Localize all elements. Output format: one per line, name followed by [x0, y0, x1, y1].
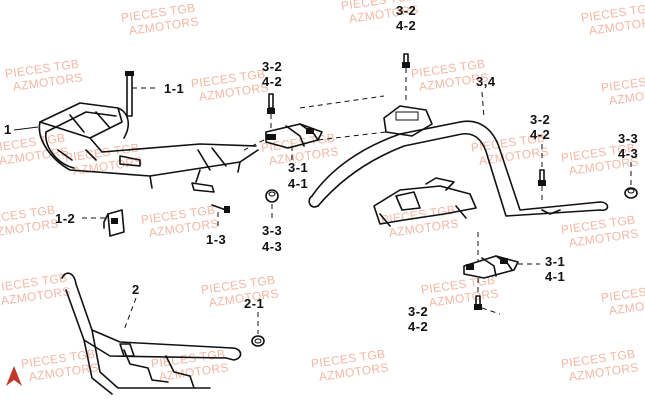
cap-right-part [624, 187, 638, 199]
label-bolt-low-4-2: 4-2 [408, 319, 428, 334]
label-bolt-low-3-2: 3-2 [408, 304, 428, 319]
label-bolt-1-1: 1-1 [164, 81, 184, 96]
bolt-1-1-part [125, 71, 134, 117]
label-cap-mid-4-3: 4-3 [262, 239, 282, 254]
label-cap-right-4-3: 4-3 [618, 146, 638, 161]
bolt-1-3-part [211, 204, 230, 213]
rear-rack-part [308, 105, 609, 227]
label-bolt-far-4-2: 4-2 [396, 18, 416, 33]
front-rack-part [38, 102, 259, 193]
azmotors-logo [6, 366, 22, 386]
cap-2-1-part [251, 335, 265, 347]
label-bolt-right-4-2: 4-2 [530, 127, 550, 142]
bolt-far-part [402, 53, 410, 68]
bracket-1-2-part [103, 209, 125, 237]
label-bolt-far-3-2: 3-2 [396, 3, 416, 18]
label-bolt-right-3-2: 3-2 [530, 112, 550, 127]
cap-mid-part [265, 189, 279, 203]
bolt-right-part [538, 169, 546, 186]
label-rack-rear: 3,4 [476, 74, 496, 89]
bracket-low-part [463, 255, 519, 279]
label-bracket-1-2: 1-2 [55, 211, 75, 226]
label-cap-2-1: 2-1 [244, 296, 264, 311]
callout-labels: 1 1-1 1-2 1-3 2 2-1 3-2 4-2 3-1 4-1 3-3 … [4, 3, 638, 334]
label-bracket-top-4-1: 4-1 [288, 176, 308, 191]
label-bracket-low-4-1: 4-1 [545, 269, 565, 284]
label-bumper: 2 [132, 282, 140, 297]
bolt-low-part [474, 295, 482, 310]
label-bolt-1-3: 1-3 [206, 232, 226, 247]
label-cap-right-3-3: 3-3 [618, 131, 638, 146]
label-bracket-top-3-1: 3-1 [288, 160, 308, 175]
label-cap-mid-3-3: 3-3 [262, 223, 282, 238]
label-rack-front: 1 [4, 122, 12, 137]
bolt-top-part [267, 93, 275, 114]
label-bolt-top-4-2: 4-2 [262, 74, 282, 89]
label-bracket-low-3-1: 3-1 [545, 254, 565, 269]
label-bolt-top-3-2: 3-2 [262, 59, 282, 74]
bumper-part [61, 272, 242, 395]
